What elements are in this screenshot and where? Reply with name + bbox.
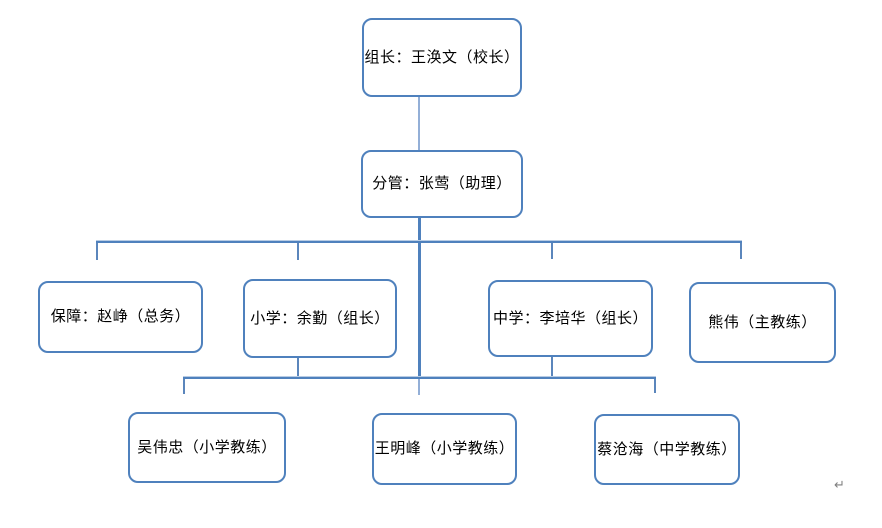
connector-lower-bus	[183, 377, 656, 379]
connector-drop-primary	[297, 243, 299, 260]
connector-drop-secondary	[551, 243, 553, 259]
org-node-label: 分管：张莺（助理）	[372, 175, 512, 192]
org-node-leader[interactable]: 组长：王涣文（校长）	[362, 18, 522, 97]
org-node-label: 保障：赵峥（总务）	[50, 308, 191, 325]
connector-drop-coach-2	[418, 379, 420, 395]
org-node-label: 中学：李培华（组长）	[492, 309, 648, 327]
connector-leader-deputy	[418, 97, 420, 150]
org-node-label: 小学：余勤（组长）	[250, 309, 390, 327]
org-node-label: 蔡沧海（中学教练）	[597, 440, 737, 458]
org-node-support[interactable]: 保障：赵峥（总务）	[38, 281, 203, 353]
connector-drop-coach-3	[654, 379, 656, 393]
connector-upper-bus	[96, 241, 742, 243]
paragraph-return-mark: ↵	[834, 477, 845, 492]
org-node-primary[interactable]: 小学：余勤（组长）	[243, 279, 397, 358]
connector-drop-coach-1	[183, 379, 185, 394]
org-node-label: 王明峰（小学教练）	[374, 440, 515, 457]
org-node-coach-2[interactable]: 王明峰（小学教练）	[372, 413, 517, 485]
connector-riser-primary	[297, 358, 299, 378]
org-node-label: 吴伟忠（小学教练）	[137, 438, 277, 456]
org-node-coach-3[interactable]: 蔡沧海（中学教练）	[594, 414, 740, 485]
org-node-label: 组长：王涣文（校长）	[364, 48, 520, 66]
org-node-head-coach[interactable]: 熊伟（主教练）	[689, 282, 836, 363]
connector-riser-secondary	[551, 357, 553, 378]
org-node-secondary[interactable]: 中学：李培华（组长）	[488, 280, 653, 357]
connector-drop-head-coach	[740, 243, 742, 259]
org-node-coach-1[interactable]: 吴伟忠（小学教练）	[128, 412, 286, 483]
org-node-label: 熊伟（主教练）	[708, 313, 817, 331]
connector-drop-support	[96, 243, 98, 260]
org-node-deputy[interactable]: 分管：张莺（助理）	[361, 150, 523, 218]
connector-center-spine	[418, 218, 421, 378]
